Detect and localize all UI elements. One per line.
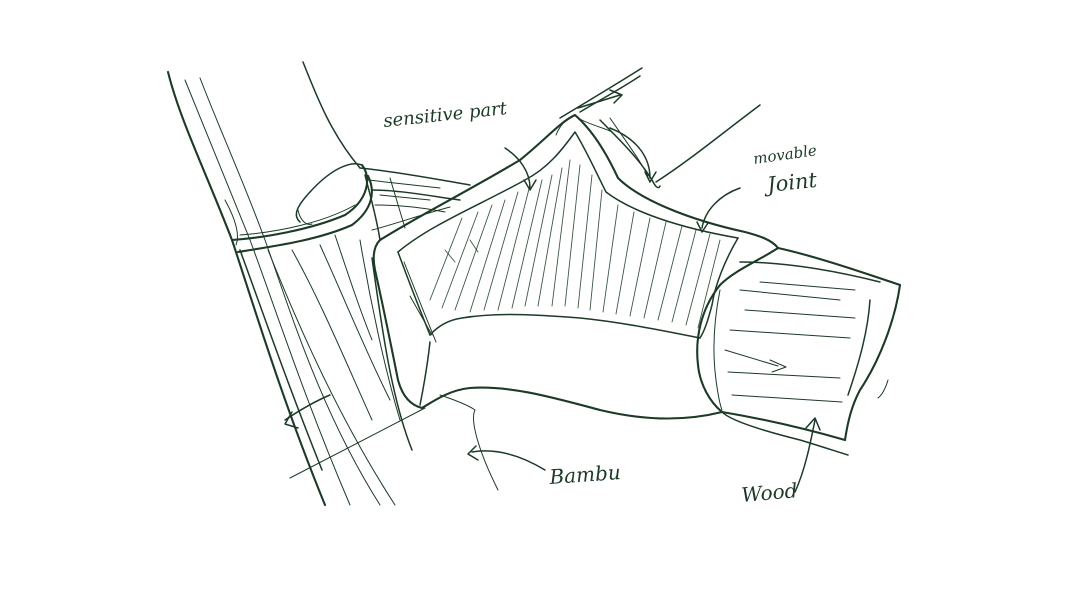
joint-hatching xyxy=(429,159,721,329)
bamboo-arm xyxy=(359,167,471,241)
label-sensitive-part: sensitive part xyxy=(382,98,508,132)
label-bambu: Bambu xyxy=(548,460,622,489)
label-wood: Wood xyxy=(740,478,798,507)
wood-beam xyxy=(713,246,902,456)
label-movable: movable xyxy=(752,141,818,168)
upper-bamboo-tube xyxy=(559,67,761,189)
annotation-arrows xyxy=(284,89,821,493)
bamboo-pole xyxy=(166,61,413,507)
label-joint: Joint xyxy=(762,168,819,198)
joint-body xyxy=(372,113,780,420)
